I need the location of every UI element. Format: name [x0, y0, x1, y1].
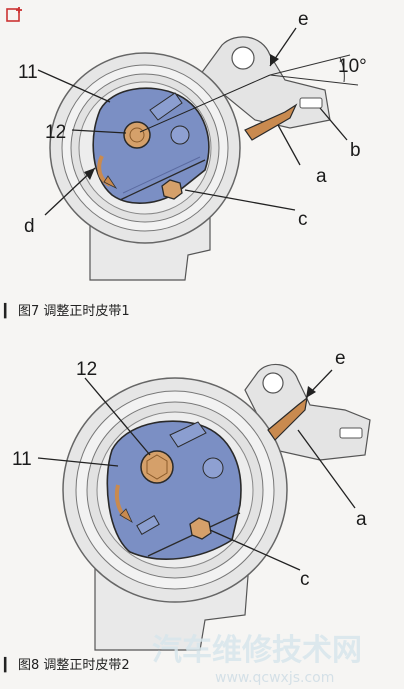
label-d: d	[24, 216, 35, 237]
label-12: 12	[45, 122, 66, 143]
leader-e-head	[270, 54, 279, 66]
figure-8: 12 11 e a c ▎ 图8 调整正时皮带2	[3, 348, 371, 673]
hub-edge	[122, 156, 201, 194]
leader-e-head	[306, 386, 316, 398]
label-angle: 10°	[338, 56, 367, 77]
rotation-arrowhead	[119, 508, 133, 523]
rotation-arrowhead	[103, 175, 118, 190]
leader-12b	[139, 74, 271, 133]
figure7-caption: 图7 调整正时皮带1	[18, 304, 130, 319]
plus-document-icon[interactable]	[6, 6, 24, 22]
hex-bolt-c	[189, 517, 212, 540]
leader-c	[184, 189, 296, 211]
label-b: b	[350, 140, 361, 161]
hub-slot	[169, 421, 207, 448]
tensioner-hub	[92, 87, 210, 205]
hub-bearing	[170, 125, 190, 145]
leader-12	[84, 377, 151, 456]
bolt-12-hex	[146, 454, 168, 480]
label-11: 11	[12, 449, 32, 470]
bolt-12	[123, 121, 151, 149]
hub-ridge	[119, 159, 206, 201]
bracket-slot	[299, 97, 323, 109]
leader-c	[209, 529, 301, 571]
leader-a	[297, 429, 356, 509]
pointer-a	[244, 103, 298, 141]
label-a: a	[316, 166, 327, 187]
pointer-a	[267, 396, 308, 441]
bolt-12	[140, 450, 174, 484]
leader-d	[44, 167, 96, 216]
hub-slot	[149, 92, 183, 121]
label-e: e	[298, 9, 309, 30]
figure8-caption: 图8 调整正时皮带2	[18, 658, 130, 673]
leader-11	[37, 457, 119, 467]
bracket-hole	[262, 372, 284, 394]
hub-bearing	[202, 457, 224, 479]
watermark-text: 汽车维修技术网	[152, 633, 362, 668]
leader-11	[37, 69, 111, 103]
label-a: a	[356, 509, 367, 530]
angle-line-1	[269, 54, 351, 76]
leader-12	[71, 129, 127, 134]
leader-d-head	[84, 168, 95, 180]
angle-arc	[339, 57, 345, 83]
bolt-12-inner	[129, 127, 145, 143]
label-c: c	[298, 209, 308, 230]
leader-a	[277, 124, 301, 166]
label-c: c	[300, 569, 310, 590]
hex-bolt-c	[161, 179, 183, 200]
leader-b	[319, 107, 348, 141]
figure-7: 11 12 e 10° a b c d ▎ 图7 调整正时皮带1	[3, 9, 367, 319]
angle-line-2	[269, 74, 359, 86]
watermark-url: www.qcwxjs.com	[215, 670, 334, 686]
bracket-slot	[339, 427, 363, 439]
caption-marker: ▎	[3, 656, 14, 673]
label-e: e	[335, 348, 346, 369]
label-12: 12	[76, 359, 97, 380]
caption-marker: ▎	[3, 302, 14, 319]
label-11: 11	[18, 62, 38, 83]
watermark: 汽车维修技术网 www.qcwxjs.com	[152, 633, 362, 686]
bracket-hole	[231, 46, 255, 70]
hub-tab	[136, 514, 160, 536]
